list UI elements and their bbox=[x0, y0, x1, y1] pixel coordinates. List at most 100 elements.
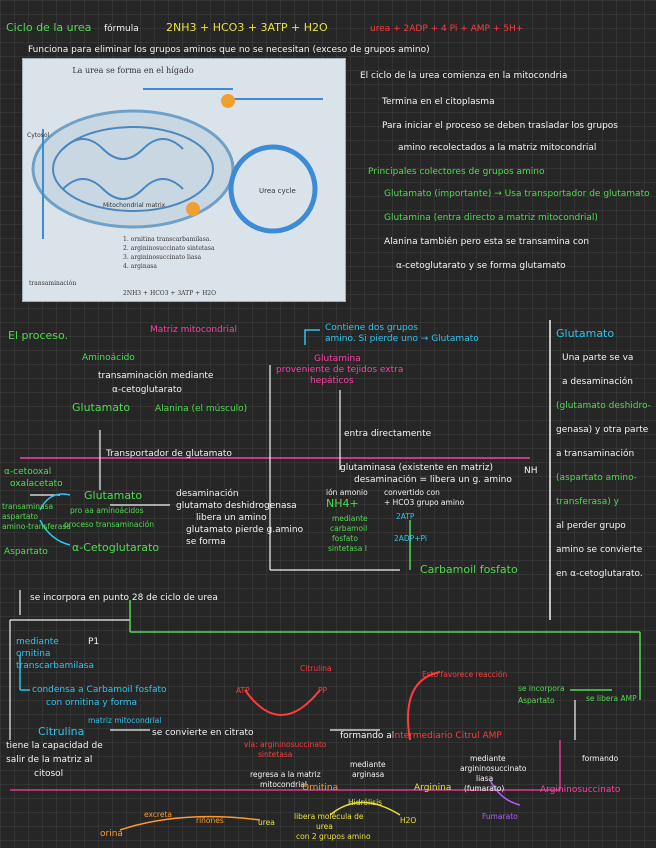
glutamato-box-l5: a transaminación bbox=[556, 449, 635, 459]
cycle-riñones: riñones bbox=[196, 816, 224, 825]
cycle-orina: orina bbox=[100, 829, 123, 839]
note-7a: Alanina también pero esta se transamina … bbox=[384, 237, 590, 247]
cycle-libera-urea: libera molécula de bbox=[294, 812, 364, 821]
note-1: El ciclo de la urea comienza en la mitoc… bbox=[360, 71, 568, 81]
process-aspartato-amino: aspartato bbox=[2, 512, 39, 521]
cycle-excreta: excreta bbox=[144, 810, 172, 819]
cycle-urea-2: urea bbox=[316, 822, 333, 831]
cycle-fumarato-l: (fumarato) bbox=[464, 784, 505, 793]
cycle-arginina: Arginina bbox=[414, 783, 452, 793]
cycle-matriz-lbl: matriz mitocondrial bbox=[88, 716, 162, 725]
cycle-ornitina: Ornitina bbox=[302, 783, 339, 793]
note-5: Glutamato (importante) → Usa transportad… bbox=[384, 189, 650, 199]
glutamato-box-l6: (aspartato amino- bbox=[556, 473, 637, 483]
photo-cytosol: Cytosol bbox=[27, 132, 50, 139]
cycle-citrulina-r: Citrulina bbox=[300, 664, 332, 673]
cycle-argininosuccinato: Argininosuccinato bbox=[540, 785, 621, 795]
note-3a: Para iniciar el proceso se deben traslad… bbox=[382, 121, 618, 131]
process-sintetasa: sintetasa I bbox=[328, 544, 367, 553]
cycle-incorpora: se incorpora bbox=[518, 684, 565, 693]
process-glutamina: Glutamina bbox=[314, 354, 361, 364]
process-mediante: mediante bbox=[332, 514, 368, 523]
photo-urea-cycle: Urea cycle bbox=[259, 187, 296, 195]
process-alanina: Alanina (el músculo) bbox=[155, 404, 248, 414]
cycle-argino-sint: vía: argininosuccinato bbox=[244, 740, 327, 749]
cycle-atp: ATP bbox=[236, 686, 250, 695]
photo-title: La urea se forma en el hígado bbox=[72, 66, 194, 75]
note-3b: amino recolectados a la matriz mitocondr… bbox=[398, 143, 597, 153]
glutamato-box-l4: genasa) y otra parte bbox=[556, 425, 649, 435]
process-transportador: Transportador de glutamato bbox=[106, 449, 232, 459]
process-hepaticos: hepáticos bbox=[310, 376, 354, 386]
photo-transaminacion: transaminación bbox=[29, 280, 76, 287]
process-contiene: Contiene dos grupos bbox=[325, 323, 418, 333]
urea-cycle-photo-drawing: La urea se forma en el hígado Cytosol Mi… bbox=[23, 59, 345, 301]
cycle-argino: intermediario Citrul AMP bbox=[392, 731, 502, 741]
header-subtitle: Funciona para eliminar los grupos aminos… bbox=[28, 45, 430, 55]
cycle-hidrolisis: Hidrólisis bbox=[348, 798, 383, 807]
process-cetoglutarato: α-cetoglutarato bbox=[112, 385, 182, 395]
cycle-libera-amp: se libera AMP bbox=[586, 694, 637, 703]
cycle-urea: urea bbox=[258, 818, 275, 827]
glutamato-box-l7: transferasa) y bbox=[556, 497, 619, 507]
process-label: El proceso. bbox=[8, 329, 69, 342]
photo-legend-1: 1. ornitina transcarbamilasa. bbox=[123, 236, 211, 243]
cycle-lo-que: Esto favorece reacción bbox=[422, 670, 508, 679]
cycle-condensa: condensa a Carbamoil fosfato bbox=[32, 685, 167, 695]
process-se-forma: se forma bbox=[186, 537, 226, 547]
process-carbamoil-sint: carbamoil bbox=[330, 524, 368, 533]
photo-equation: 2NH3 + HCO3 + 3ATP + H2O bbox=[123, 290, 216, 297]
cycle-argino-liasa: argininosuccinato bbox=[460, 764, 527, 773]
process-convertido: convertido con bbox=[384, 488, 440, 497]
header-reactants: 2NH3 + HCO3 + 3ATP + H2O bbox=[166, 21, 328, 34]
process-amino-transferasa: amino-transferasa bbox=[2, 522, 71, 531]
process-libera: libera un amino bbox=[196, 513, 267, 523]
process-glutamato: Glutamato bbox=[72, 401, 131, 414]
cycle-con-amino: con 2 grupos amino bbox=[296, 832, 371, 841]
cycle-transcarb: transcarbamilasa bbox=[16, 661, 95, 671]
urea-cycle-photo: La urea se forma en el hígado Cytosol Mi… bbox=[22, 58, 346, 302]
process-cetooxal: α-cetooxal bbox=[4, 467, 52, 477]
process-desaminacion: desaminación = libera un g. amino bbox=[354, 475, 512, 485]
cycle-p1: P1 bbox=[88, 637, 100, 647]
process-transaminasa: transaminasa bbox=[2, 502, 54, 511]
process-nh: NH bbox=[524, 466, 538, 476]
glutamato-box-l1: Una parte se va bbox=[562, 353, 634, 363]
cycle-con-ornitina: con ornitina y forma bbox=[46, 698, 138, 708]
glutamato-box-title: Glutamato bbox=[556, 327, 615, 340]
glutamato-box-l10: en α-cetoglutarato. bbox=[556, 569, 643, 579]
photo-legend-4: 4. arginasa bbox=[123, 263, 157, 270]
glutamato-box-l9: amino se convierte bbox=[556, 545, 643, 555]
process-pro-aa: pro aa aminoácidos bbox=[70, 506, 144, 515]
process-carbamoil-fosfato: Carbamoil fosfato bbox=[420, 563, 518, 576]
process-incorpora: se incorpora en punto 28 de ciclo de ure… bbox=[30, 593, 218, 603]
process-glut-pierde: glutamato pierde g.amino bbox=[186, 525, 304, 535]
cycle-liasa: liasa bbox=[476, 774, 494, 783]
process-oxalacetato: oxalacetato bbox=[10, 479, 63, 489]
header-formula-label: fórmula bbox=[104, 24, 139, 34]
glutamato-box-l3: (glutamato deshidro- bbox=[556, 401, 651, 411]
cycle-mitocondrial: mitocondrial bbox=[260, 780, 307, 789]
process-matriz: Matriz mitocondrial bbox=[150, 325, 237, 335]
cycle-formando: formando al bbox=[340, 731, 395, 741]
photo-matrix: Mitochondrial matrix bbox=[103, 202, 166, 209]
process-glutamato-2: Glutamato bbox=[84, 489, 143, 502]
process-transaminacion: transaminación mediante bbox=[98, 371, 214, 381]
glutamato-box-l8: al perder grupo bbox=[556, 521, 626, 531]
process-hco3: + HCO3 grupo amino bbox=[384, 498, 465, 507]
cycle-tiene: tiene la capacidad de bbox=[6, 741, 103, 751]
header-products: urea + 2ADP + 4 Pi + AMP + 5H+ bbox=[370, 24, 524, 34]
photo-legend-2: 2. argininosuccinato sintetasa bbox=[123, 245, 215, 252]
cycle-arginasa: arginasa bbox=[352, 770, 385, 779]
process-entra-directo: entra directamente bbox=[344, 429, 432, 439]
cycle-pp: PP bbox=[318, 686, 328, 695]
cycle-se-convierte: se convierte en citrato bbox=[152, 728, 254, 738]
cycle-sintetasa: sintetasa bbox=[258, 750, 293, 759]
process-aspartato: Aspartato bbox=[4, 547, 48, 557]
cycle-mediante-3: mediante bbox=[470, 754, 506, 763]
header-title: Ciclo de la urea bbox=[6, 21, 92, 34]
process-akg: α-Cetoglutarato bbox=[72, 541, 160, 554]
process-nh4: NH4+ bbox=[326, 497, 359, 510]
note-2: Termina en el citoplasma bbox=[382, 97, 495, 107]
